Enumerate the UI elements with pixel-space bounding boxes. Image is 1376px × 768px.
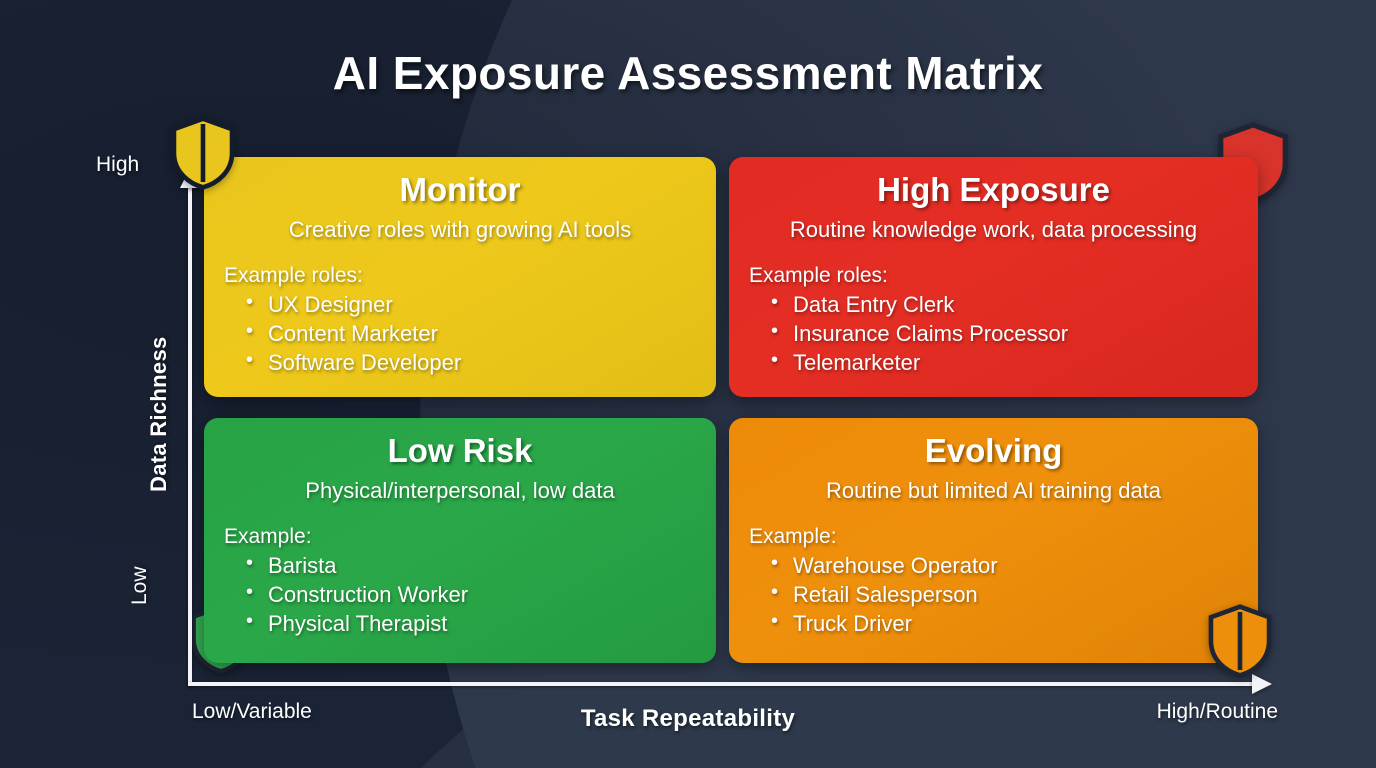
quadrant-examples-list: Warehouse Operator Retail Salesperson Tr… <box>749 550 1238 639</box>
list-item: UX Designer <box>246 289 696 319</box>
list-item: Telemarketer <box>771 347 1238 377</box>
shield-icon-monitor <box>171 116 235 190</box>
list-item: Data Entry Clerk <box>771 289 1238 319</box>
quadrant-subtitle: Creative roles with growing AI tools <box>288 217 632 243</box>
quadrant-subtitle: Routine knowledge work, data processing <box>789 217 1198 243</box>
x-axis-title: Task Repeatability <box>580 705 796 732</box>
quadrant-examples-label: Example roles: <box>224 263 363 287</box>
y-axis-high-label: High <box>96 153 140 176</box>
list-item: Retail Salesperson <box>771 579 1238 609</box>
quadrant-card-low-risk[interactable]: Low Risk Physical/interpersonal, low dat… <box>204 418 716 663</box>
quadrant-examples-label: Example: <box>749 524 837 548</box>
quadrant-card-evolving[interactable]: Evolving Routine but limited AI training… <box>729 418 1258 663</box>
quadrant-subtitle: Physical/interpersonal, low data <box>305 478 615 504</box>
quadrant-examples-list: Barista Construction Worker Physical The… <box>224 550 696 639</box>
x-axis-line <box>188 682 1258 686</box>
quadrant-title: High Exposure <box>877 171 1110 208</box>
y-axis-low-label: Low <box>128 566 151 605</box>
list-item: Construction Worker <box>246 579 696 609</box>
quadrant-title: Monitor <box>399 171 521 208</box>
page-title: AI Exposure Assessment Matrix <box>332 47 1044 99</box>
quadrant-card-high-exposure[interactable]: High Exposure Routine knowledge work, da… <box>729 157 1258 397</box>
list-item: Warehouse Operator <box>771 550 1238 580</box>
quadrant-card-monitor[interactable]: Monitor Creative roles with growing AI t… <box>204 157 716 397</box>
quadrant-examples-list: UX Designer Content Marketer Software De… <box>224 289 696 378</box>
y-axis-line <box>188 186 192 686</box>
list-item: Content Marketer <box>246 318 696 348</box>
list-item: Physical Therapist <box>246 608 696 638</box>
quadrant-examples-list: Data Entry Clerk Insurance Claims Proces… <box>749 289 1238 378</box>
list-item: Truck Driver <box>771 608 1238 638</box>
quadrant-examples-label: Example: <box>224 524 312 548</box>
quadrant-title: Low Risk <box>387 432 533 469</box>
quadrant-subtitle: Routine but limited AI training data <box>825 478 1162 504</box>
quadrant-title: Evolving <box>924 432 1063 469</box>
quadrant-examples-label: Example roles: <box>749 263 888 287</box>
y-axis-title: Data Richness <box>146 336 171 492</box>
list-item: Insurance Claims Processor <box>771 318 1238 348</box>
shield-icon-evolving <box>1208 604 1272 678</box>
list-item: Barista <box>246 550 696 580</box>
list-item: Software Developer <box>246 347 696 377</box>
